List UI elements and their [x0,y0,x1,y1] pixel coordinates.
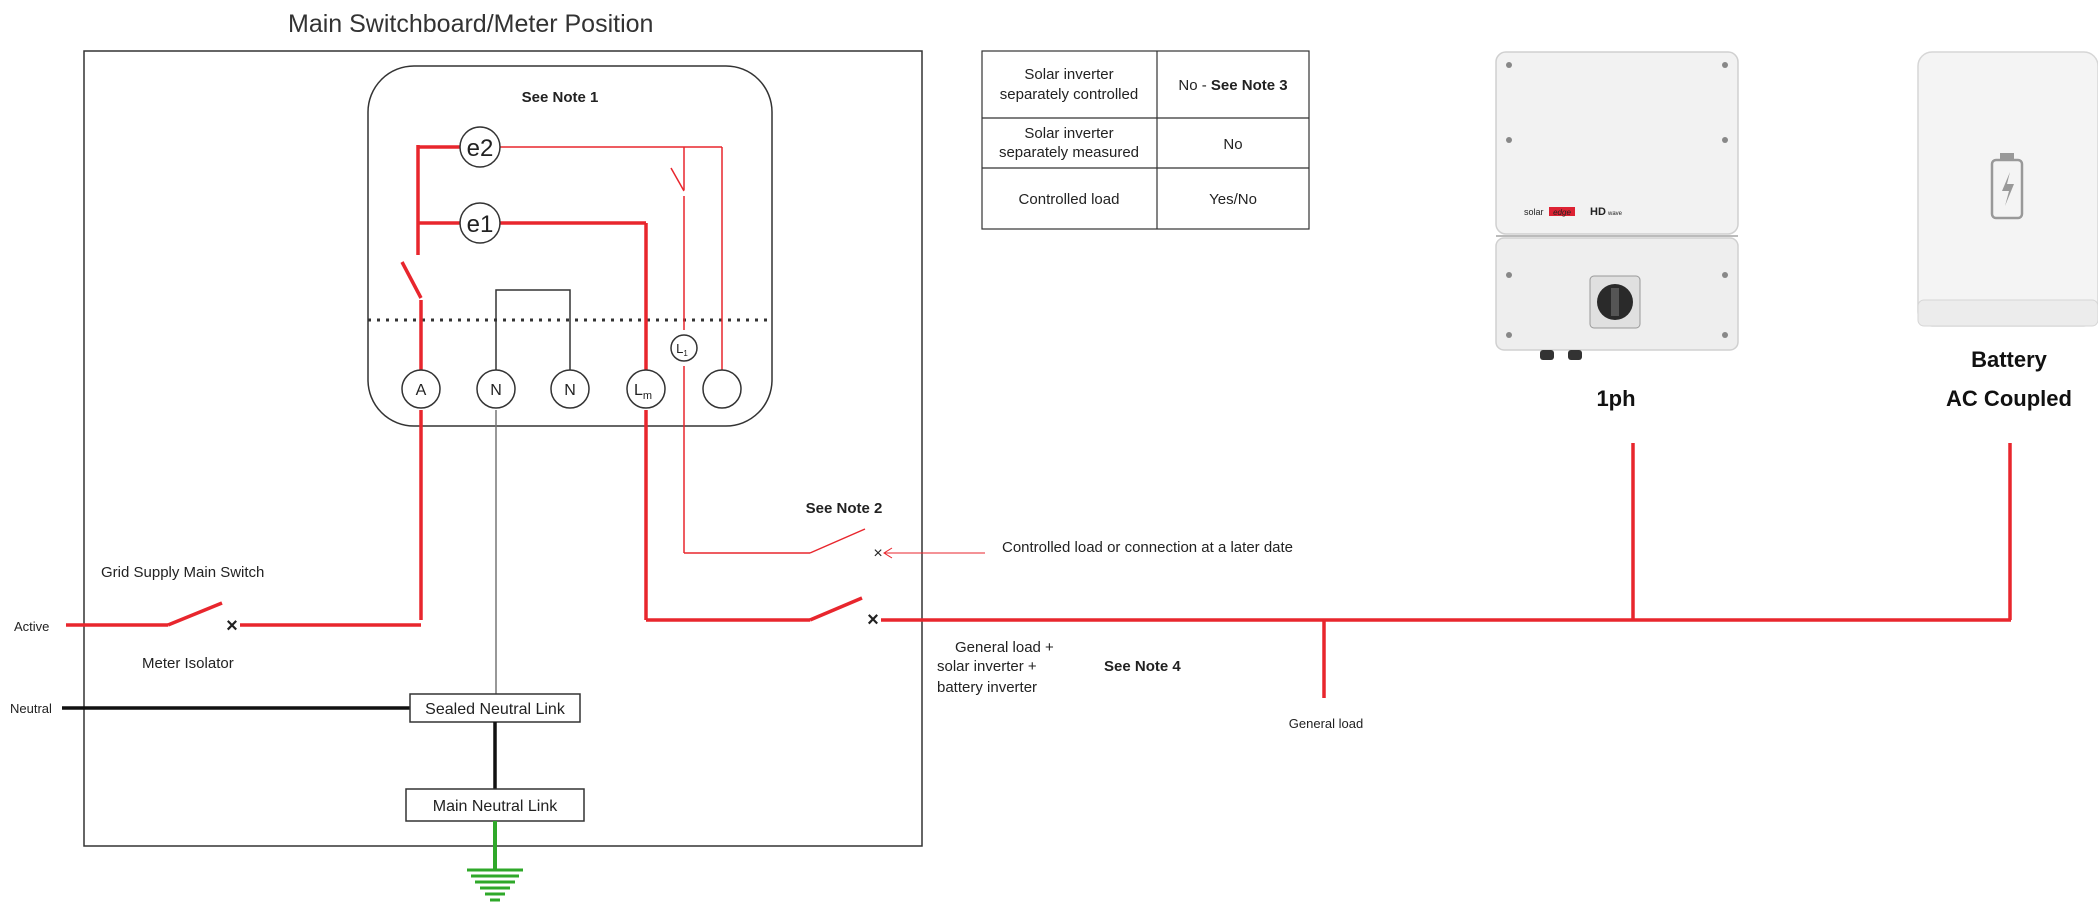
general-load-text-2: solar inverter + [937,658,1037,675]
battery-label-1: Battery [1971,347,2048,372]
meter-element-e1-label: e1 [467,211,494,238]
grid-main-switch [167,601,223,627]
table-row2-label-2: separately measured [999,144,1139,161]
controlled-load-arrowhead [883,547,893,559]
sealed-neutral-link-label: Sealed Neutral Link [425,701,566,718]
inverter-model-sub: wave [1607,211,1623,217]
meter-isolator-cross: × [226,615,238,637]
neutral-link-bracket [495,289,571,370]
main-neutral-link [405,788,585,822]
inverter-model: HD [1590,206,1606,218]
see-note-2: See Note 2 [806,500,883,517]
table-row2-value: No [1223,136,1242,153]
see-note-4: See Note 4 [1104,658,1181,675]
terminal-n2-label: N [564,382,576,399]
meter-element-e2-label: e2 [467,135,494,162]
main-neutral-link-label: Main Neutral Link [433,798,559,815]
table-row1-label-2: separately controlled [1000,86,1138,103]
controlled-switch-cross: × [873,545,882,562]
inverter-brand: solar [1524,207,1544,217]
terminal-a-label: A [416,382,427,399]
table-row2-label-1: Solar inverter [1024,125,1113,142]
terminal-l1-label: L1 [676,341,688,358]
general-load-text-1: General load + [955,639,1054,656]
meter-switch-blade [400,261,423,299]
general-load-text-3: battery inverter [937,679,1037,696]
terminal-a [401,369,441,409]
general-switch-cross: × [867,609,879,631]
neutral-label: Neutral [10,701,52,716]
inverter-brand-2: edge [1553,208,1571,217]
table-row3-value: Yes/No [1209,191,1257,208]
active-label: Active [14,619,49,634]
diagram-title: Main Switchboard/Meter Position [288,10,653,38]
terminal-n1 [476,369,516,409]
table-row3-label: Controlled load [1019,191,1120,208]
inverter-icon: solar edge HD wave [1495,51,1739,360]
general-load-label: General load [1289,716,1363,731]
earth-icon [467,868,523,902]
general-load-switch [809,596,863,622]
meter-isolator-label: Meter Isolator [142,655,234,672]
battery-label-2: AC Coupled [1946,386,2072,411]
terminal-lm [626,369,666,409]
table-row1-value: No - See Note 3 [1178,77,1287,94]
meter-element-e1 [459,202,501,244]
relay-contact [670,167,685,192]
terminal-lm-label: Lm [634,382,652,402]
grid-supply-label: Grid Supply Main Switch [101,564,264,581]
terminal-l1 [670,334,698,362]
terminal-n1-label: N [490,382,502,399]
meter-element-e2 [459,126,501,168]
table-row1-label-1: Solar inverter [1024,66,1113,83]
info-table: Solar inverter separately controlled No … [981,50,1310,230]
controlled-load-label: Controlled load or connection at a later… [1002,539,1293,556]
battery-icon [1917,51,2098,327]
meter-note: See Note 1 [522,89,599,106]
terminal-n2 [550,369,590,409]
controlled-load-switch [809,528,866,554]
terminal-unlabeled [702,369,742,409]
switchboard-enclosure [83,50,923,847]
inverter-label: 1ph [1596,386,1635,411]
